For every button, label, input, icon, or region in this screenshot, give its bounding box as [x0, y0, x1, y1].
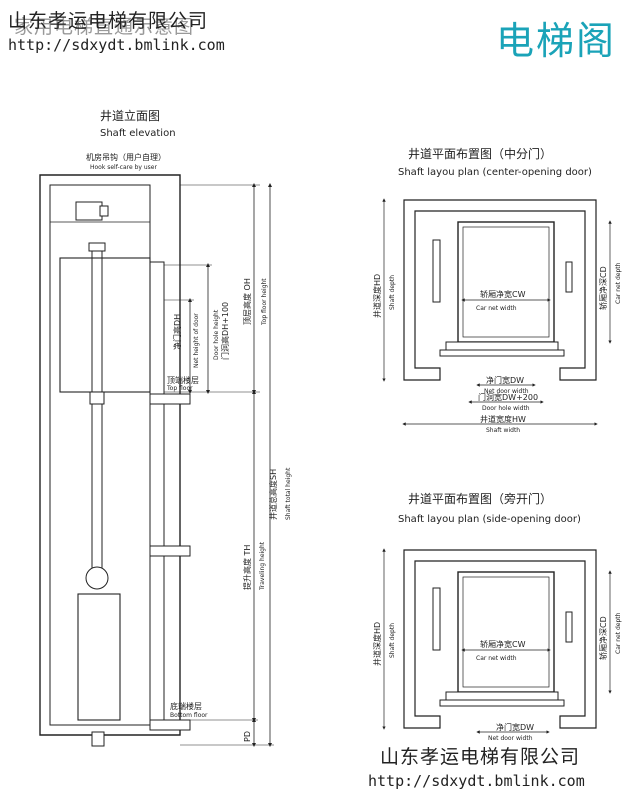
rope-middle-clamp — [89, 391, 105, 405]
side-dw-en: Net door width — [488, 735, 533, 742]
pd-label: PD — [243, 731, 252, 742]
side-plan-title-cn: 井道平面布置图（旁开门） — [408, 491, 552, 506]
buffer — [91, 731, 105, 747]
center-door-frame — [439, 349, 565, 357]
dh-label-cn: 净门高DH — [172, 314, 182, 350]
dh-label-en: Net height of door — [193, 313, 200, 368]
top-floor-label-cn: 顶端楼层 — [167, 375, 199, 385]
bottom-floor-label-en: Bottom floor — [170, 712, 208, 719]
plan-center-opening: 井道平面布置图（中分门） Shaft layou plan (center-op… — [372, 146, 622, 434]
center-cd-cn: 轿厢净深CD — [598, 266, 608, 310]
center-hd-en: Shaft depth — [389, 275, 396, 310]
center-shaft-wall — [403, 199, 597, 381]
center-hd-cn: 井道深度HD — [372, 274, 382, 318]
side-dw-cn: 净门宽DW — [496, 722, 534, 732]
center-dw-cn: 净门宽DW — [486, 375, 524, 385]
side-cd-en: Car net depth — [615, 612, 622, 654]
door-hole-label-en: Door hole height — [213, 309, 220, 360]
center-car-inner — [462, 226, 550, 338]
elevator-car-bottom — [77, 593, 121, 721]
center-plan-title-en: Shaft layou plan (center-opening door) — [398, 167, 592, 178]
th-label-en: Traveling height — [259, 541, 266, 591]
center-sill — [445, 341, 559, 351]
side-cw-en: Car net width — [476, 655, 517, 662]
shaft-outer-wall — [39, 174, 181, 736]
pulley — [85, 566, 109, 590]
middle-floor-ledge — [149, 545, 191, 557]
shaft-elevation: 井道立面图 Shaft elevation 机房吊钩（用户自理） Hook se… — [39, 108, 292, 747]
center-hw-cn: 井道宽度HW — [480, 414, 526, 424]
oh-label-en: Top floor height — [261, 278, 268, 326]
lower-wall — [149, 555, 165, 721]
center-counterweight — [432, 239, 441, 303]
side-rail-right — [565, 611, 573, 643]
center-cw-cn: 轿厢净宽CW — [480, 289, 526, 299]
center-plan-title-cn: 井道平面布置图（中分门） — [408, 146, 552, 161]
center-door-hole-cn: 门洞宽DW+200 — [478, 392, 538, 402]
side-car-outer — [457, 571, 555, 693]
center-car-outer — [457, 221, 555, 343]
side-door-frame — [439, 699, 565, 707]
middle-wall — [149, 403, 165, 547]
watermark-bottom-url: http://sdxydt.bmlink.com — [368, 772, 585, 790]
center-hw-en: Shaft width — [486, 427, 520, 434]
side-cd-cn: 轿厢净深CD — [598, 616, 608, 660]
oh-label-cn: 顶层高度 OH — [242, 278, 252, 325]
top-floor-slab — [149, 261, 165, 395]
center-door-hole-en: Door hole width — [482, 405, 530, 412]
plan-side-opening: 井道平面布置图（旁开门） Shaft layou plan (side-open… — [372, 491, 622, 742]
top-floor-ledge — [149, 393, 191, 405]
hook-label-cn: 机房吊钩（用户自理） — [86, 152, 166, 162]
elevation-title-cn: 井道立面图 — [100, 108, 160, 123]
hook-block — [75, 201, 103, 221]
center-dw-en: Net door width — [484, 388, 529, 395]
sh-label-en: Shaft total height — [285, 467, 292, 520]
side-sill — [445, 691, 559, 701]
sh-label-cn: 井道总高度SH — [268, 469, 278, 520]
bottom-floor-ledge — [149, 719, 191, 731]
bottom-floor-label-cn: 底端楼层 — [170, 701, 202, 711]
side-hd-en: Shaft depth — [389, 623, 396, 658]
watermark-url: http://sdxydt.bmlink.com — [8, 36, 225, 54]
door-hole-label-cn: 门洞高DH+100 — [220, 302, 230, 360]
side-car-inner — [462, 576, 550, 688]
brand-title: 电梯阁 — [495, 19, 616, 63]
hook-motor — [99, 205, 109, 217]
watermark-bottom-company: 山东孝运电梯有限公司 — [380, 746, 581, 768]
th-label-cn: 提升高度 TH — [242, 545, 252, 590]
side-plan-title-en: Shaft layou plan (side-opening door) — [398, 514, 581, 525]
top-floor-label-en: Top floor — [166, 385, 193, 392]
side-hd-cn: 井道深度HD — [372, 622, 382, 666]
center-cd-en: Car net depth — [615, 262, 622, 304]
side-cw-cn: 轿厢净宽CW — [480, 639, 526, 649]
center-rail-right — [565, 261, 573, 293]
watermark-ghost-text: 家用电梯直通示意图 — [14, 16, 195, 38]
side-counterweight — [432, 587, 441, 651]
watermark-company-name: 山东孝运电梯有限公司 — [8, 10, 209, 32]
center-cw-en: Car net width — [476, 305, 517, 312]
hook-label-en: Hook self-care by user — [90, 164, 157, 171]
rope-top-clamp — [88, 242, 106, 252]
elevator-car-top — [59, 257, 151, 393]
elevation-title-en: Shaft elevation — [100, 128, 176, 139]
side-shaft-wall — [403, 549, 597, 729]
